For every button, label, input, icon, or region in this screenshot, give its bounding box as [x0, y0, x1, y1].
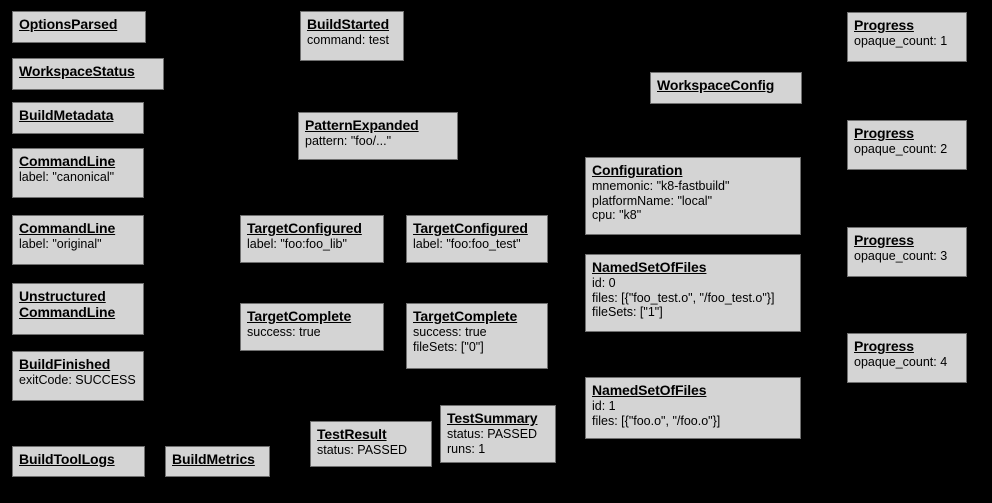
node-title: Progress	[854, 232, 914, 248]
node-title: PatternExpanded	[305, 117, 419, 133]
node-field: runs: 1	[447, 441, 486, 456]
node-field: opaque_count: 1	[854, 34, 948, 49]
node-field: success: true	[247, 325, 321, 340]
node-title: Configuration	[592, 162, 683, 178]
node-title: BuildToolLogs	[19, 451, 115, 467]
node-build-tool-logs[interactable]: BuildToolLogs	[12, 446, 145, 477]
node-title: Progress	[854, 17, 914, 33]
node-field: opaque_count: 2	[854, 142, 948, 157]
node-field: opaque_count: 3	[854, 249, 948, 264]
node-field: exitCode: SUCCESS	[19, 373, 136, 388]
node-title: TargetComplete	[247, 308, 352, 324]
node-field: id: 0	[592, 276, 616, 291]
node-build-metadata[interactable]: BuildMetadata	[12, 102, 144, 134]
node-workspace-config[interactable]: WorkspaceConfig	[650, 72, 802, 104]
node-title: Progress	[854, 125, 914, 141]
node-field: fileSets: ["0"]	[413, 339, 484, 354]
node-title: TargetComplete	[413, 308, 518, 324]
node-title: TargetConfigured	[413, 220, 528, 236]
node-title: BuildFinished	[19, 356, 111, 372]
node-title: BuildMetadata	[19, 107, 114, 123]
node-field: status: PASSED	[447, 427, 538, 442]
node-title: NamedSetOfFiles	[592, 382, 707, 398]
node-field: pattern: "foo/..."	[305, 134, 392, 149]
node-field: status: PASSED	[317, 443, 408, 458]
node-build-metrics[interactable]: BuildMetrics	[165, 446, 270, 477]
node-field: files: [{"foo.o", "/foo.o"}]	[592, 413, 721, 428]
node-title: TargetConfigured	[247, 220, 362, 236]
node-field: label: "foo:foo_lib"	[247, 237, 347, 252]
node-options-parsed[interactable]: OptionsParsed	[12, 11, 146, 43]
node-workspace-status[interactable]: WorkspaceStatus	[12, 58, 164, 90]
node-title: CommandLine	[19, 220, 116, 236]
node-field: success: true	[413, 325, 487, 340]
node-title: TestResult	[317, 426, 387, 442]
node-title: TestSummary	[447, 410, 538, 426]
node-field: id: 1	[592, 399, 616, 414]
node-field: command: test	[307, 33, 389, 48]
node-field: label: "original"	[19, 237, 102, 252]
node-field: label: "canonical"	[19, 170, 115, 185]
node-field: cpu: "k8"	[592, 208, 642, 223]
node-unstructured-command-line[interactable]: Unstructured CommandLine	[12, 283, 144, 335]
node-title: NamedSetOfFiles	[592, 259, 707, 275]
node-field: opaque_count: 4	[854, 355, 948, 370]
node-title: Unstructured CommandLine	[19, 288, 116, 321]
node-title: BuildStarted	[307, 16, 390, 32]
node-title: Progress	[854, 338, 914, 354]
node-title: WorkspaceConfig	[657, 77, 775, 93]
node-title: BuildMetrics	[172, 451, 255, 467]
node-field: mnemonic: "k8-fastbuild"	[592, 179, 730, 194]
node-field: platformName: "local"	[592, 193, 713, 208]
node-field: fileSets: ["1"]	[592, 305, 663, 320]
node-field: label: "foo:foo_test"	[413, 237, 521, 252]
node-title: WorkspaceStatus	[19, 63, 135, 79]
node-field: files: [{"foo_test.o", "/foo_test.o"}]	[592, 290, 775, 305]
node-title: OptionsParsed	[19, 16, 118, 32]
node-title: CommandLine	[19, 153, 116, 169]
